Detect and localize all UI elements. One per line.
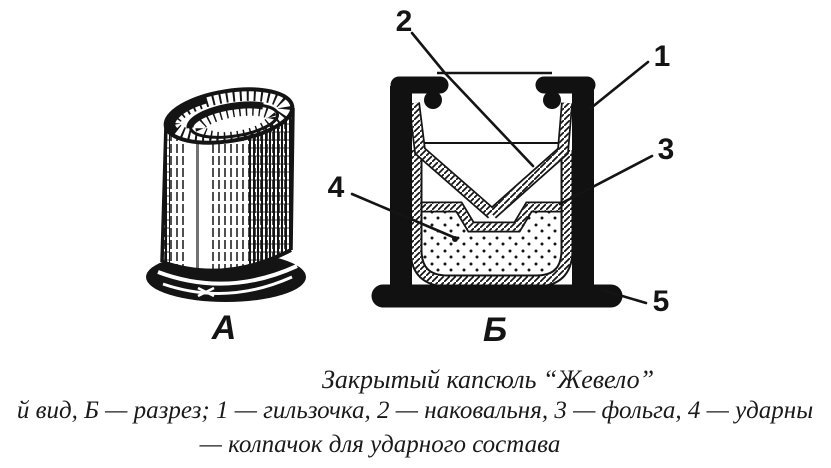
callout-2: 2 [395, 5, 413, 38]
caption-line-3: — колпачок для ударного состава [199, 431, 561, 458]
callout-3: 3 [657, 133, 675, 166]
caption-title: Закрытый капсюль “Жевело” [321, 365, 655, 394]
view-a-drawing [146, 87, 306, 302]
callout-1: 1 [653, 40, 671, 73]
inner-cup [409, 150, 574, 288]
sleeve-outline [371, 76, 623, 308]
composition-fill [421, 212, 562, 276]
view-label-b: Б [482, 311, 508, 349]
callout-4: 4 [327, 171, 345, 204]
figure-drawing [146, 31, 654, 308]
leader-lines [350, 31, 654, 305]
view-b-drawing [350, 31, 654, 308]
anvil [408, 102, 573, 219]
callout-5: 5 [652, 285, 670, 318]
foil-layer [411, 201, 571, 233]
view-label-a: А [211, 309, 237, 347]
caption-line-2: й вид, Б — разрез; 1 — гильзочка, 2 — на… [16, 397, 814, 424]
